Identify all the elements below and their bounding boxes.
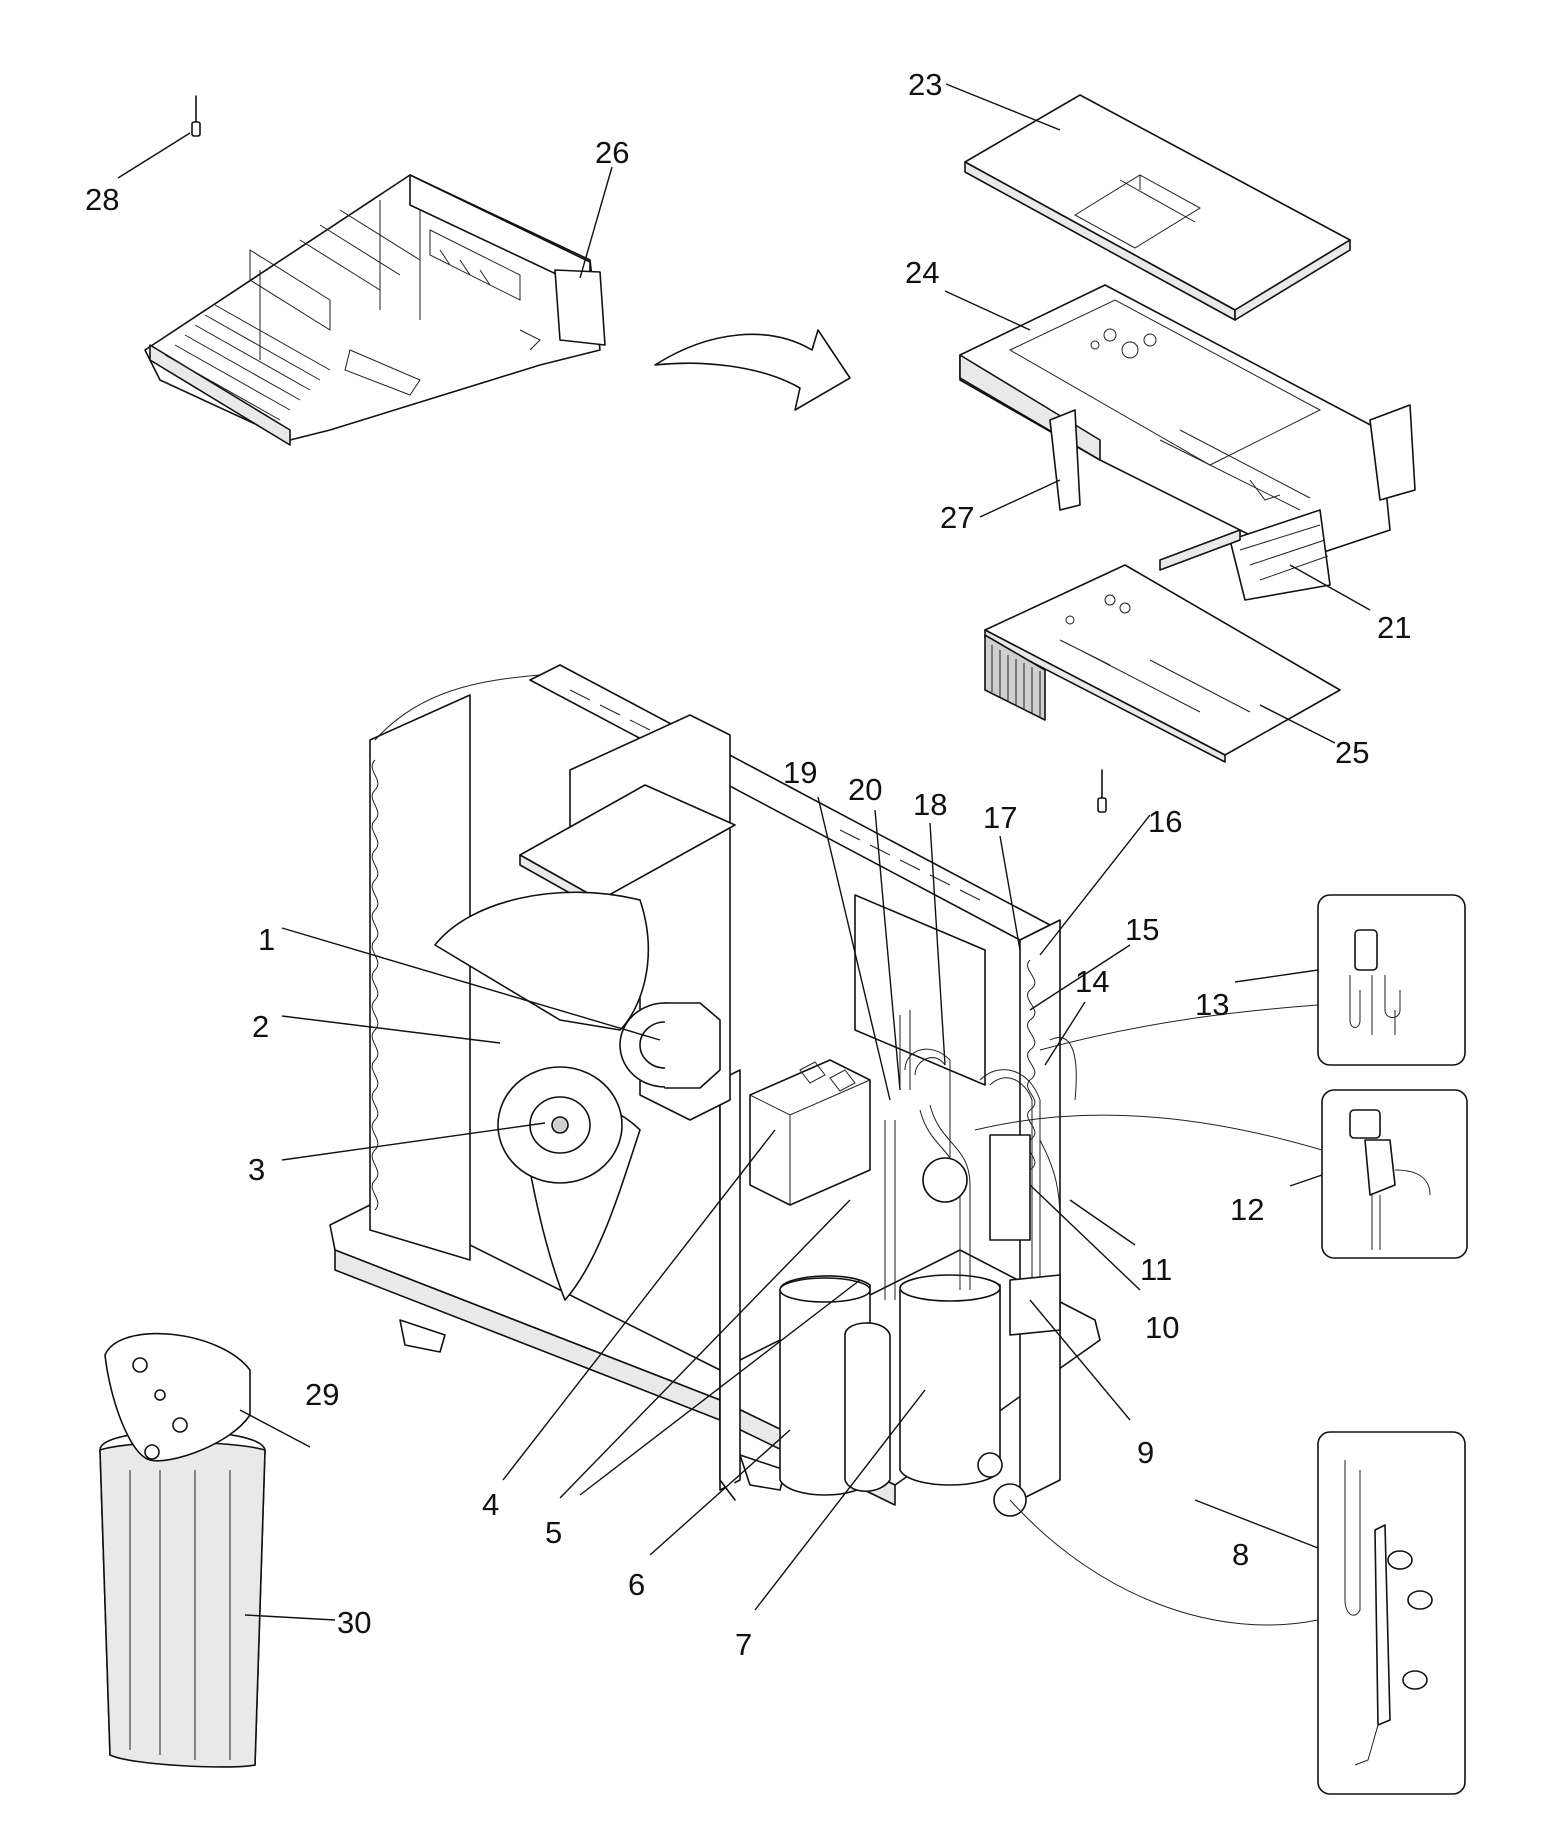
leader-lines bbox=[117, 83, 1371, 1621]
sensor-28 bbox=[191, 95, 201, 137]
detail-box-12 bbox=[1321, 1089, 1468, 1259]
callout-3: 3 bbox=[248, 1152, 265, 1187]
propeller-fan-2 bbox=[434, 891, 650, 1301]
callout-6: 6 bbox=[628, 1567, 645, 1602]
callout-23: 23 bbox=[908, 67, 942, 102]
callout-17: 17 bbox=[983, 800, 1017, 835]
callout-2: 2 bbox=[252, 1009, 269, 1044]
callout-10: 10 bbox=[1145, 1310, 1179, 1345]
control-box-assembled bbox=[144, 174, 606, 446]
pcb-25 bbox=[984, 564, 1341, 763]
detail-box-13 bbox=[1317, 894, 1466, 1066]
callout-24: 24 bbox=[905, 255, 939, 290]
callout-19: 19 bbox=[783, 755, 817, 790]
callout-13: 13 bbox=[1195, 987, 1229, 1022]
callout-16: 16 bbox=[1148, 804, 1182, 839]
sensor-16 bbox=[1097, 769, 1107, 813]
callout-labels: 28 26 23 24 27 21 25 1 2 3 4 5 6 7 8 9 1… bbox=[85, 67, 1411, 1662]
callout-11: 11 bbox=[1140, 1252, 1172, 1287]
callout-4: 4 bbox=[482, 1487, 499, 1522]
detail-box-8 bbox=[1317, 1431, 1466, 1795]
compressor-6 bbox=[779, 1274, 1001, 1496]
callout-12: 12 bbox=[1230, 1192, 1264, 1227]
callout-25: 25 bbox=[1335, 735, 1369, 770]
callout-18: 18 bbox=[913, 787, 947, 822]
callout-26: 26 bbox=[595, 135, 629, 170]
callout-20: 20 bbox=[848, 772, 882, 807]
reactor-4 bbox=[749, 1059, 871, 1206]
callout-1: 1 bbox=[258, 922, 275, 957]
callout-30: 30 bbox=[337, 1605, 371, 1640]
callout-28: 28 bbox=[85, 182, 119, 217]
connector-8 bbox=[1009, 1499, 1319, 1626]
callout-14: 14 bbox=[1075, 964, 1109, 999]
fan-motor-1 bbox=[619, 1002, 721, 1089]
assembly-arrow bbox=[654, 329, 851, 411]
callout-7: 7 bbox=[735, 1627, 752, 1662]
box-24 bbox=[959, 284, 1416, 601]
callout-21: 21 bbox=[1377, 610, 1411, 645]
top-panel-29 bbox=[104, 1332, 251, 1462]
callout-9: 9 bbox=[1137, 1435, 1154, 1470]
connector-12 bbox=[974, 1114, 1323, 1151]
callout-27: 27 bbox=[940, 500, 974, 535]
callout-29: 29 bbox=[305, 1377, 339, 1412]
callout-15: 15 bbox=[1125, 912, 1159, 947]
panel-30 bbox=[99, 1430, 266, 1768]
callout-5: 5 bbox=[545, 1515, 562, 1550]
cover-23 bbox=[964, 94, 1351, 321]
connector-13 bbox=[1039, 1004, 1319, 1051]
callout-8: 8 bbox=[1232, 1537, 1249, 1572]
